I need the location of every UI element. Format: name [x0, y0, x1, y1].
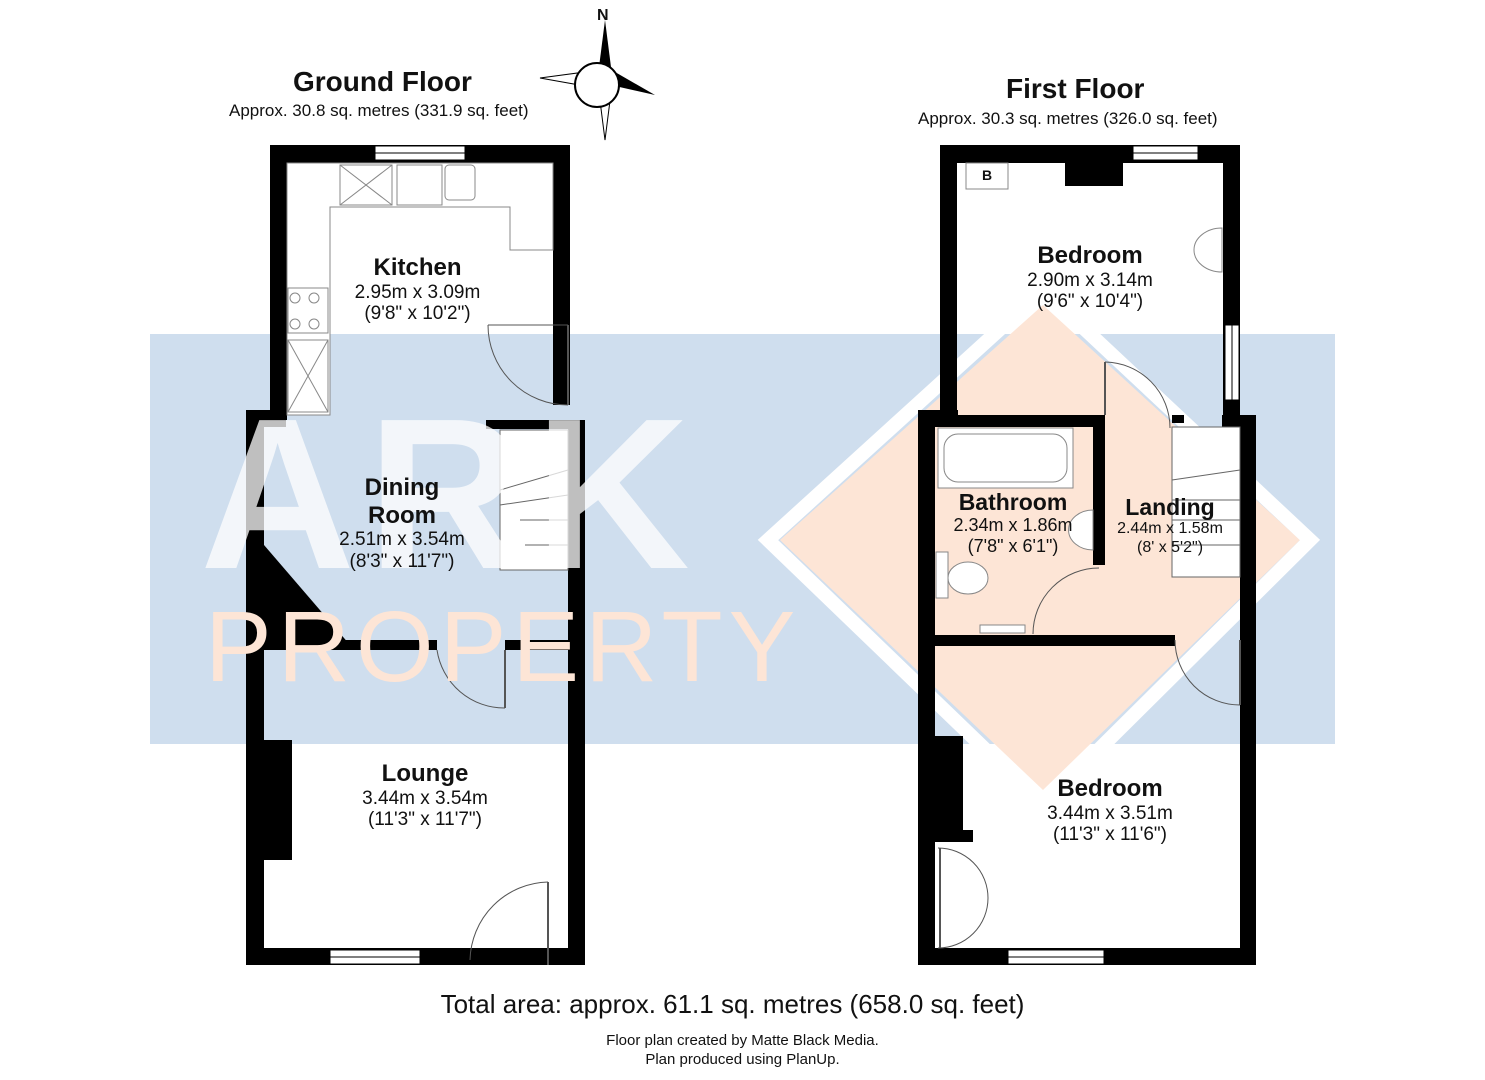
chimney-breast: [246, 740, 292, 860]
room-dimensions-metric: 3.44m x 3.54m: [362, 787, 488, 809]
wall: [1093, 415, 1105, 565]
kitchen-counter: [286, 162, 554, 416]
compass-rose: [539, 20, 655, 141]
room-name: Landing: [1125, 494, 1215, 520]
room-dimensions-imperial: (9'8" x 10'2"): [364, 303, 471, 325]
chimney-breast: [264, 545, 350, 645]
wall: [568, 420, 585, 965]
room-label-lounge: Lounge 3.44m x 3.54m (11'3" x 11'7"): [345, 760, 505, 831]
door-swing: [1104, 361, 1171, 429]
door-swing: [469, 881, 549, 961]
chimney-breast: [918, 736, 963, 831]
wall: [935, 415, 1105, 427]
ground-floor-area: Approx. 30.8 sq. metres (331.9 sq. feet): [229, 101, 529, 120]
room-name: Kitchen: [373, 254, 462, 281]
room-label-landing: Landing 2.44m x 1.58m (8' x 5'2"): [1102, 494, 1238, 557]
room-dimensions-metric: 2.95m x 3.09m: [354, 281, 481, 303]
wall: [1222, 415, 1256, 427]
door-swing: [1032, 567, 1100, 635]
wall: [505, 640, 570, 650]
room-dimensions-imperial: (8'3" x 11'7"): [349, 551, 455, 573]
wall: [270, 145, 287, 420]
room-label-dining-room: Dining Room 2.51m x 3.54m (8'3" x 11'7"): [322, 474, 482, 573]
room-label-bedroom-1: Bedroom 2.90m x 3.14m (9'6" x 10'4"): [1010, 242, 1170, 313]
room-dimensions-imperial: (7'8" x 6'1"): [967, 536, 1059, 557]
total-area: Total area: approx. 61.1 sq. metres (658…: [440, 989, 1025, 1019]
room-dimensions-metric: 2.44m x 1.58m: [1117, 520, 1223, 538]
boiler: [965, 162, 1009, 190]
wall: [940, 145, 957, 415]
wall: [1172, 415, 1184, 423]
first-floor-title: First Floor: [1006, 73, 1145, 104]
room-dimensions-imperial: (11'3" x 11'7"): [367, 809, 483, 831]
compass-north-label: N: [597, 7, 609, 24]
room-label-bedroom-2: Bedroom 3.44m x 3.51m (11'3" x 11'6"): [1030, 775, 1190, 846]
room-dimensions-metric: 2.90m x 3.14m: [1027, 269, 1153, 291]
kitchen-appliance: [287, 339, 329, 413]
room-name: Lounge: [381, 760, 469, 787]
room-name: Bedroom: [1037, 242, 1143, 269]
room-dimensions-imperial: (9'6" x 10'4"): [1036, 291, 1144, 313]
basin: [1193, 227, 1223, 273]
door-swing: [487, 324, 569, 406]
wall: [935, 635, 1175, 646]
toilet: [947, 561, 989, 595]
room-dimensions-metric: 3.44m x 3.51m: [1047, 802, 1173, 824]
wall: [553, 145, 570, 405]
wall: [486, 420, 585, 429]
room-name: Bathroom: [958, 489, 1068, 515]
chimney-breast: [1065, 158, 1123, 186]
boiler-label: B: [982, 167, 993, 183]
watermark-text-property: PROPERTY: [205, 591, 802, 703]
wall: [1240, 415, 1256, 965]
ground-floor-title: Ground Floor: [293, 66, 472, 97]
room-dimensions-imperial: (8' x 5'2"): [1136, 538, 1204, 556]
room-name: Dining: [364, 474, 440, 501]
chimney-breast: [918, 830, 973, 842]
hob: [287, 287, 329, 334]
sink-drainer: [396, 164, 443, 206]
first-floor-plan: [918, 145, 1256, 965]
room-dimensions-metric: 2.51m x 3.54m: [339, 529, 465, 551]
room-name: Room: [368, 501, 436, 529]
wardrobe-door-swing: [937, 847, 989, 949]
door-swing: [1174, 639, 1241, 706]
room-dimensions-metric: 2.34m x 1.86m: [953, 515, 1073, 536]
door-swing: [436, 649, 506, 709]
sink: [444, 164, 476, 201]
watermark-text-ark: ARK: [200, 373, 702, 614]
basin: [1068, 509, 1094, 551]
room-label-bathroom: Bathroom 2.34m x 1.86m (7'8" x 6'1"): [938, 489, 1088, 557]
room-dimensions-imperial: (11'3" x 11'6"): [1052, 824, 1168, 846]
wall: [918, 410, 935, 965]
room-label-kitchen: Kitchen 2.95m x 3.09m (9'8" x 10'2"): [340, 254, 495, 325]
credit-line-1: Floor plan created by Matte Black Media.: [606, 1032, 879, 1049]
credit-line-2: Plan produced using PlanUp.: [645, 1051, 840, 1068]
room-name: Bedroom: [1057, 775, 1163, 802]
first-floor-area: Approx. 30.3 sq. metres (326.0 sq. feet): [918, 109, 1218, 128]
ground-floor-plan: [246, 145, 585, 965]
stairs: [1171, 426, 1241, 578]
